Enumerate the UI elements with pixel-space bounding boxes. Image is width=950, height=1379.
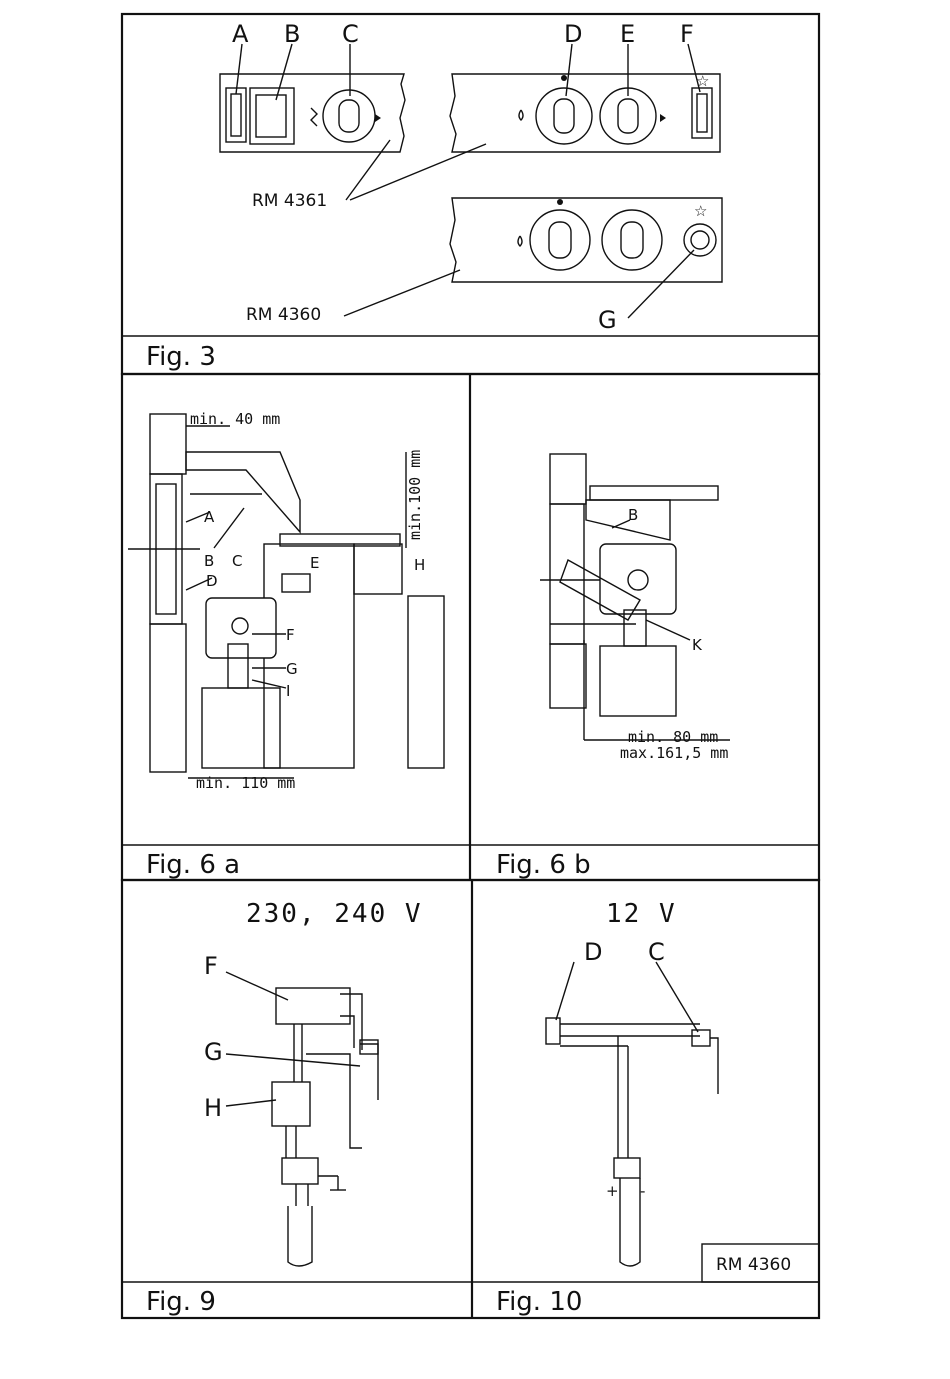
- star-icon: ☆: [696, 72, 709, 90]
- fig6a-marker-b: B: [204, 552, 214, 570]
- fig3-marker-a: A: [232, 20, 249, 48]
- fig6a-installation: min. 40 mm min.100 mm min. 110 mm A B C …: [128, 410, 444, 880]
- star-icon: ☆: [694, 202, 707, 220]
- fig10-marker-d: D: [584, 938, 602, 966]
- wall-lower: [150, 624, 186, 772]
- fig6a-marker-f: F: [286, 626, 295, 644]
- fig6b-marker-b: B: [628, 506, 638, 524]
- terminal-block: [282, 1158, 318, 1184]
- top-board: [590, 486, 718, 500]
- knob-e: [600, 88, 656, 144]
- cylinder: [202, 688, 280, 768]
- switch-a-outline: [226, 88, 246, 142]
- fig3-marker-g: G: [598, 306, 617, 334]
- fig10-plus: +: [606, 1182, 619, 1200]
- fig3-marker-b: B: [284, 20, 300, 48]
- fig9-voltage: 230, 240 V: [246, 899, 423, 929]
- fig9-marker-f: F: [204, 952, 218, 980]
- fig3-model-rm4360: RM 4360: [246, 305, 321, 325]
- fig3-control-panels: ☆ ☆ A B C D E F G RM 4361 RM 4360 Fig. 3: [146, 20, 722, 372]
- fig3-marker-c: C: [342, 20, 359, 48]
- fig9-wiring: 230, 240 V F G H Fig. 9: [146, 899, 423, 1317]
- fig3-marker-f: F: [680, 20, 694, 48]
- panel-right: [450, 74, 720, 152]
- fig6a-dim-110: min. 110 mm: [196, 774, 295, 792]
- fig6a-marker-a: A: [204, 508, 215, 526]
- fig10-model-label: RM 4360: [716, 1255, 791, 1275]
- fig6b-caption: Fig. 6 b: [496, 850, 591, 880]
- fig6a-marker-e: E: [310, 554, 319, 572]
- fig10-caption: Fig. 10: [496, 1287, 582, 1317]
- knob-c: [323, 90, 375, 142]
- burner-c: [206, 598, 276, 658]
- fig6a-marker-d: D: [206, 572, 218, 590]
- fig6a-marker-h: H: [414, 556, 425, 574]
- fig9-marker-g: G: [204, 1038, 223, 1066]
- terminal-c: [692, 1030, 710, 1046]
- fig10-wiring: 12 V D C + - RM 4360 Fig. 10: [496, 899, 819, 1317]
- fig6a-caption: Fig. 6 a: [146, 850, 240, 880]
- switch-d: [546, 1018, 560, 1044]
- fig3-model-rm4361: RM 4361: [252, 191, 327, 211]
- fig6a-dim-100: min.100 mm: [406, 450, 424, 540]
- switch-h: [272, 1082, 310, 1126]
- button-g: [684, 224, 716, 256]
- fig6b-installation: B K min. 80 mm max.161,5 mm Fig. 6 b: [496, 454, 730, 880]
- fig3-marker-e: E: [620, 20, 635, 48]
- fig3-caption: Fig. 3: [146, 342, 216, 372]
- fig9-marker-h: H: [204, 1094, 222, 1122]
- fig10-minus: -: [640, 1182, 645, 1200]
- flame-icon: [519, 110, 523, 120]
- fig9-caption: Fig. 9: [146, 1287, 216, 1317]
- fig3-marker-d: D: [564, 20, 582, 48]
- terminal-block: [614, 1158, 640, 1178]
- fig6a-marker-c: C: [232, 552, 242, 570]
- cable: [620, 1178, 640, 1266]
- fig6b-marker-k: K: [692, 636, 703, 654]
- panel-left: [220, 74, 405, 152]
- page-frame: [122, 14, 819, 1318]
- lightning-icon: [311, 108, 317, 126]
- switch-f: [276, 988, 350, 1024]
- panel-rm4360: [450, 198, 722, 282]
- fig6a-marker-g: G: [286, 660, 298, 678]
- fig10-marker-c: C: [648, 938, 665, 966]
- fridge-side: [264, 544, 354, 768]
- cylinder: [600, 646, 676, 716]
- cable: [288, 1206, 312, 1266]
- wall-upper: [150, 414, 186, 474]
- switch-f-outline: [692, 88, 712, 138]
- arrow-marker-icon: [375, 114, 381, 122]
- fig10-voltage: 12 V: [606, 899, 677, 929]
- fig6a-marker-i: I: [286, 682, 290, 700]
- knob-d: [536, 88, 592, 144]
- fig6a-dim-40: min. 40 mm: [190, 410, 280, 428]
- fig6b-dim-max: max.161,5 mm: [620, 744, 728, 762]
